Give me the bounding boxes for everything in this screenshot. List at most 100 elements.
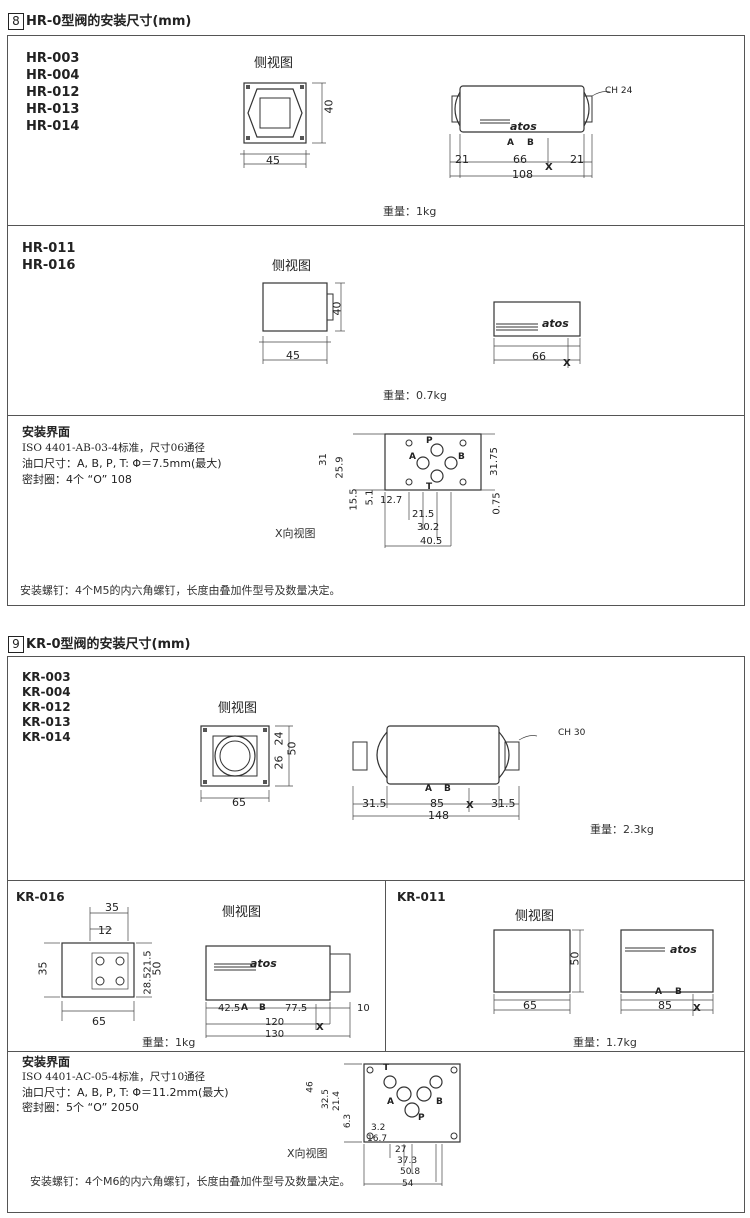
port-t-label: T <box>383 1063 390 1073</box>
mounting-interface-title: 安装界面 <box>22 425 71 439</box>
weight-label: 重量：1kg <box>383 205 437 218</box>
dim-27: 27 <box>395 1145 407 1155</box>
dim-65: 65 <box>92 1015 106 1028</box>
model-code: KR-011 <box>397 890 446 904</box>
x-view-arrow-label: X <box>545 162 553 173</box>
divider <box>385 880 386 1051</box>
dim-21-right: 21 <box>570 153 584 166</box>
port-p-label: P <box>426 436 433 446</box>
dim-15-5: 15.5 <box>348 488 360 511</box>
port-b-label: B <box>259 1003 266 1013</box>
dim-148: 148 <box>428 809 449 822</box>
dim-50: 50 <box>150 961 164 976</box>
brand-logo: atos <box>670 943 697 956</box>
port-b-label: B <box>527 138 534 148</box>
model-list: KR-003 KR-004 KR-012 KR-013 KR-014 <box>22 670 71 745</box>
dim-85: 85 <box>430 797 444 810</box>
model-code: HR-003 <box>26 51 80 66</box>
side-view-label: 侧视图 <box>222 905 262 920</box>
model-code: HR-013 <box>26 102 80 117</box>
dim-45: 45 <box>266 154 280 167</box>
side-view-label: 侧视图 <box>272 259 312 274</box>
weight-label: 重量：1kg <box>142 1036 196 1049</box>
dim-10: 10 <box>357 1003 370 1014</box>
divider <box>7 1051 744 1052</box>
dim-31: 31 <box>317 453 329 466</box>
dim-21-5: 21.5 <box>412 509 435 520</box>
dim-6-3: 6.3 <box>343 1113 354 1129</box>
dim-16-7: 16.7 <box>367 1134 388 1144</box>
dim-40-5: 40.5 <box>420 536 443 547</box>
side-view-drawing <box>449 85 611 178</box>
port-a-label: A <box>507 138 514 148</box>
model-code: KR-012 <box>22 700 71 714</box>
port-b-label: B <box>458 452 465 462</box>
front-view-drawing <box>493 929 584 1014</box>
interface-drawing <box>353 433 495 548</box>
dim-32-5: 32.5 <box>321 1088 332 1110</box>
mounting-interface-title: 安装界面 <box>22 1055 71 1069</box>
port-b-label: B <box>444 784 451 794</box>
dim-46: 46 <box>305 1081 316 1093</box>
x-view-label: X向视图 <box>275 527 316 540</box>
side-view-label: 侧视图 <box>515 909 555 924</box>
dim-12-7: 12.7 <box>380 495 403 506</box>
wrench-size-label: CH 30 <box>558 728 586 738</box>
model-code: KR-003 <box>22 670 71 684</box>
mounting-screw-note: 安装螺钉：4个M6的内六角螺钉，长度由叠加件型号及数量决定。 <box>30 1175 351 1188</box>
section-9-frame <box>7 656 745 1213</box>
dim-45: 45 <box>286 349 300 362</box>
front-view-drawing <box>44 907 152 1021</box>
wrench-size-label: CH 24 <box>605 86 633 96</box>
x-view-arrow-label: X <box>316 1022 324 1033</box>
side-view-label: 侧视图 <box>218 701 258 716</box>
dim-40: 40 <box>330 301 344 316</box>
brand-logo: atos <box>510 120 537 133</box>
section-8-number: 8 <box>8 13 24 30</box>
side-view-label: 侧视图 <box>254 56 294 71</box>
dim-65: 65 <box>523 999 537 1012</box>
model-code: KR-014 <box>22 730 71 744</box>
dim-21-4: 21.4 <box>332 1090 343 1112</box>
divider <box>7 415 744 416</box>
model-code: KR-004 <box>22 685 71 699</box>
dim-28-5: 28.5 <box>142 972 154 995</box>
front-view-drawing <box>200 725 293 802</box>
mounting-screw-note: 安装螺钉：4个M5的内六角螺钉，长度由叠加件型号及数量决定。 <box>20 584 341 597</box>
dim-12: 12 <box>98 924 112 937</box>
dim-35-vertical: 35 <box>36 961 50 976</box>
standard-line: ISO 4401-AB-03-4标准，尺寸06通径 <box>22 442 206 454</box>
dim-130: 130 <box>265 1029 285 1040</box>
side-view-drawing <box>620 929 714 1016</box>
port-a-label: A <box>387 1097 394 1107</box>
dim-31-5-right: 31.5 <box>491 797 516 810</box>
port-p-label: P <box>418 1113 425 1123</box>
dim-50-8: 50.8 <box>400 1167 421 1177</box>
port-t-label: T <box>426 482 433 492</box>
dim-21-left: 21 <box>455 153 469 166</box>
dim-3-2: 3.2 <box>371 1123 386 1133</box>
dim-37-3: 37.3 <box>397 1156 418 1166</box>
x-view-arrow-label: X <box>466 800 474 811</box>
dim-0-75: 0.75 <box>491 492 503 515</box>
model-code: HR-012 <box>26 85 80 100</box>
weight-label: 重量：0.7kg <box>383 389 447 402</box>
seal-line: 密封圈：5个 “O” 2050 <box>22 1101 139 1114</box>
port-a-label: A <box>655 987 662 997</box>
section-9-title: KR-0型阀的安装尺寸(mm) <box>26 637 191 652</box>
dim-65: 65 <box>232 796 246 809</box>
port-b-label: B <box>436 1097 443 1107</box>
front-view-drawing <box>240 82 326 168</box>
mounting-interface-text: 安装界面 ISO 4401-AC-05-4标准，尺寸10通径 油口尺寸：A, B… <box>22 1055 229 1115</box>
dim-31-75: 31.75 <box>488 447 500 476</box>
model-code: HR-016 <box>22 258 76 273</box>
model-code: HR-011 <box>22 241 76 256</box>
section-9-number: 9 <box>8 636 24 653</box>
x-view-arrow-label: X <box>693 1003 701 1014</box>
side-view-drawing <box>493 301 581 368</box>
interface-drawing <box>344 1063 461 1186</box>
port-a-label: A <box>241 1003 248 1013</box>
divider <box>7 880 744 881</box>
